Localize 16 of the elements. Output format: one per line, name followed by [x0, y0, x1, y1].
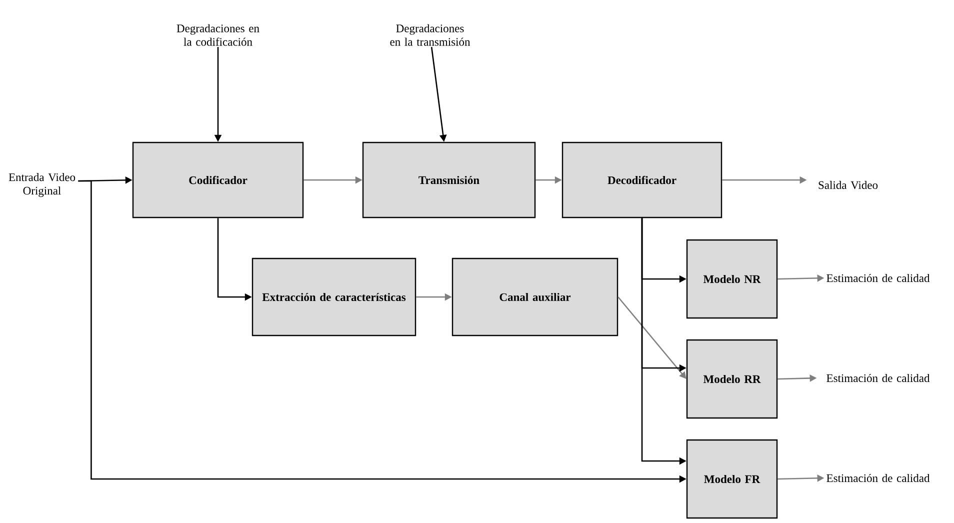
- process-box: Modelo FR: [686, 439, 778, 519]
- text-label: Estimación de calidad: [826, 274, 930, 282]
- text-label: Estimación de calidad: [826, 474, 930, 482]
- process-box: Codificador: [132, 142, 304, 218]
- process-box: Modelo RR: [686, 339, 778, 419]
- arrow: [618, 296, 686, 379]
- process-box: Canal auxiliar: [452, 258, 618, 336]
- process-box: Extracción de características: [252, 258, 416, 336]
- process-box: Decodificador: [562, 142, 722, 218]
- text-label: Salida Video: [818, 180, 878, 190]
- text-label: Entrada Video Original: [8, 173, 76, 197]
- process-box: Transmisión: [362, 142, 536, 218]
- text-label: Estimación de calidad: [826, 374, 930, 382]
- text-label: Degradaciones en la transmisión: [390, 24, 470, 46]
- process-box: Modelo NR: [686, 239, 778, 319]
- text-label: Degradaciones en la codificación: [176, 24, 260, 46]
